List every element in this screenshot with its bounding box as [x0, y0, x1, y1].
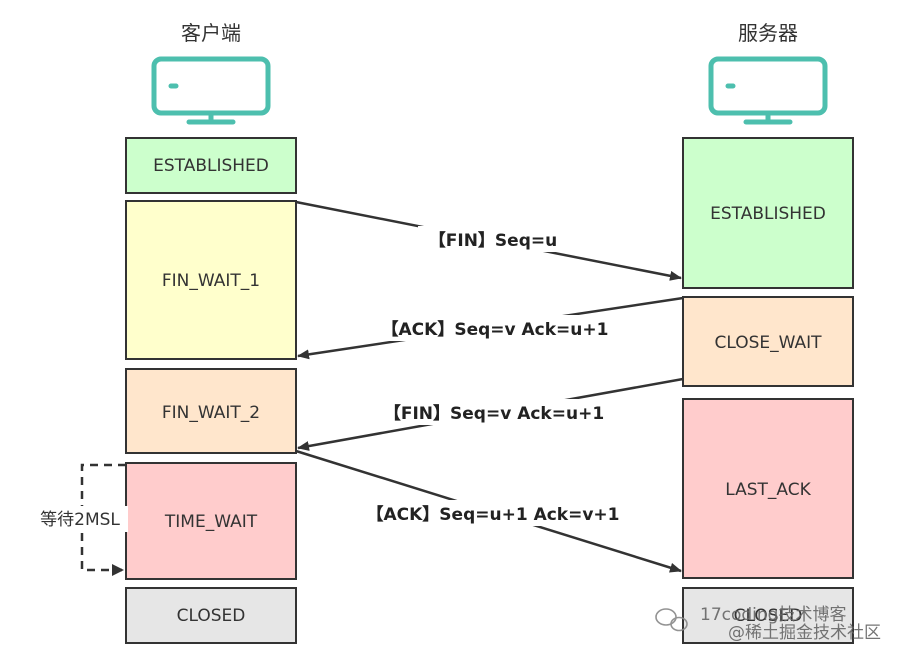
- message-text: 【FIN】Seq=v Ack=u+1: [384, 403, 604, 424]
- server-title: 服务器: [738, 21, 798, 45]
- state-label: CLOSED: [734, 606, 803, 626]
- message-label-ack-v-u1: 【ACK】Seq=v Ack=u+1: [378, 315, 618, 341]
- state-label: LAST_ACK: [725, 480, 811, 500]
- client-state-established: ESTABLISHED: [125, 137, 297, 194]
- wait-2msl-bracket: 等待2MSL: [34, 463, 128, 576]
- state-label: FIN_WAIT_2: [162, 403, 260, 423]
- server-state-last-ack: LAST_ACK: [682, 398, 854, 579]
- client-state-fin-wait-2: FIN_WAIT_2: [125, 368, 297, 454]
- client-state-fin-wait-1: FIN_WAIT_1: [125, 200, 297, 360]
- watermark-line1: 17coding技术博客: [700, 605, 846, 625]
- server-monitor-icon: [708, 56, 828, 125]
- state-label: ESTABLISHED: [710, 204, 826, 224]
- wechat-icon: [655, 608, 688, 632]
- state-label: TIME_WAIT: [164, 512, 258, 532]
- watermark: 17coding技术博客 @稀土掘金技术社区: [655, 605, 881, 643]
- message-label-fin-u: 【FIN】Seq=u: [418, 226, 568, 252]
- client-title: 客户端: [181, 21, 241, 45]
- message-text: 【FIN】Seq=u: [429, 230, 557, 251]
- client-state-time-wait: TIME_WAIT: [125, 462, 297, 580]
- state-label: CLOSED: [177, 606, 246, 626]
- state-label: ESTABLISHED: [153, 156, 269, 176]
- wait-2msl-label: 等待2MSL: [40, 510, 120, 530]
- message-text: 【ACK】Seq=v Ack=u+1: [382, 319, 609, 340]
- message-label-ack-u1-v1: 【ACK】Seq=u+1 Ack=v+1: [360, 500, 630, 526]
- server-state-closed: CLOSED: [682, 587, 854, 644]
- state-label: FIN_WAIT_1: [162, 271, 260, 291]
- watermark-line2: @稀土掘金技术社区: [728, 623, 881, 643]
- client-monitor-icon: [151, 56, 271, 125]
- server-state-established: ESTABLISHED: [682, 137, 854, 289]
- client-state-closed: CLOSED: [125, 587, 297, 644]
- message-label-fin-v-u1: 【FIN】Seq=v Ack=u+1: [378, 399, 618, 425]
- state-label: CLOSE_WAIT: [714, 333, 822, 353]
- message-text: 【ACK】Seq=u+1 Ack=v+1: [366, 504, 619, 525]
- server-state-close-wait: CLOSE_WAIT: [682, 296, 854, 387]
